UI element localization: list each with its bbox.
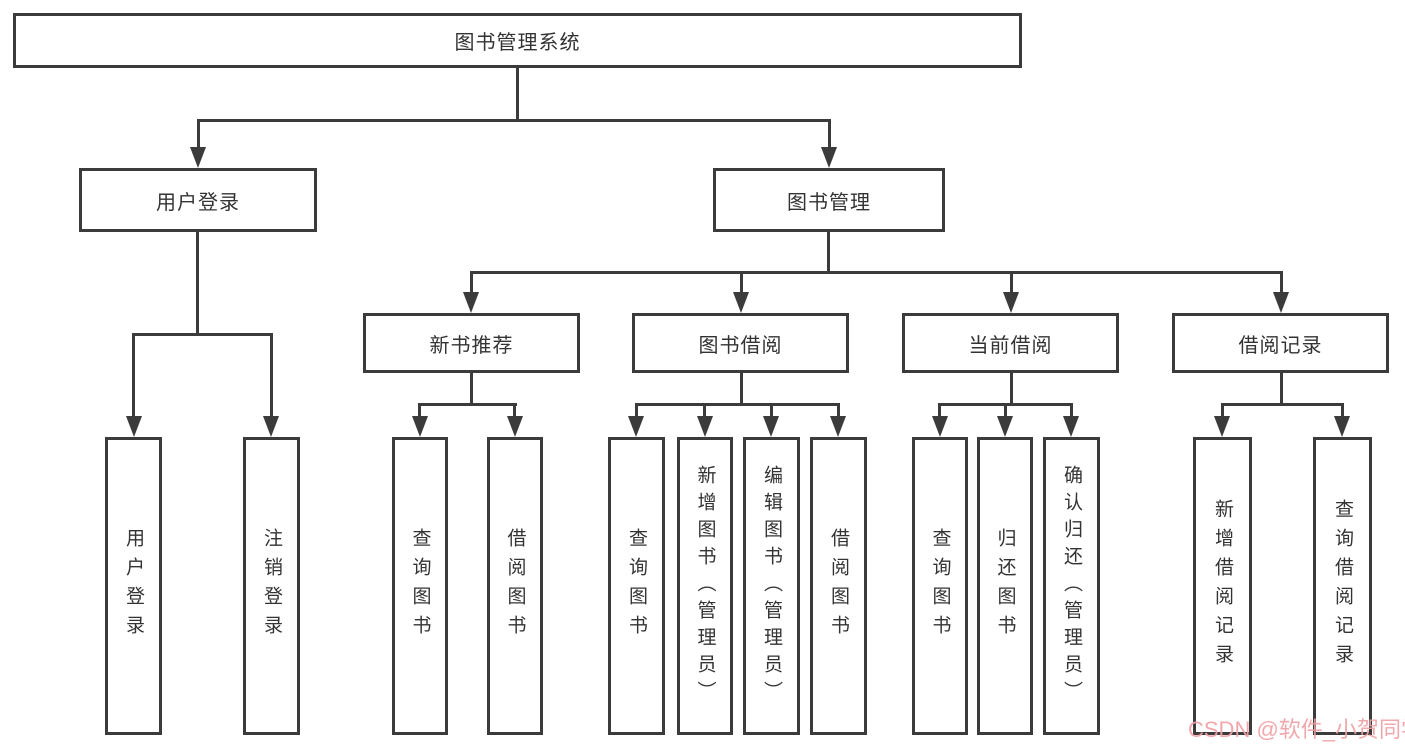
connector-line [196,232,199,336]
connector-line [1070,403,1073,416]
arrow-down-icon [463,292,479,313]
arrow-down-icon [507,416,523,437]
connector-line [132,333,135,416]
connector-line [197,119,200,148]
connector-line [1341,403,1344,416]
connector-line [770,403,773,416]
csdn-watermark: CSDN @软件_小贺同学 [1188,717,1405,742]
node-root: 图书管理系统 [13,13,1022,68]
connector-line [938,403,941,416]
arrow-down-icon [628,416,644,437]
connector-line [470,271,473,294]
leaf-query-books-borrow: 查询图书 [608,437,665,735]
leaf-query-borrow-record: 查询借阅记录 [1313,437,1372,735]
arrow-down-icon [997,416,1013,437]
node-borrow-records: 借阅记录 [1172,313,1389,373]
connector-line [197,119,831,122]
node-user-login: 用户登录 [79,168,317,232]
leaf-borrow-books: 借阅图书 [810,437,867,735]
arrow-down-icon [830,416,846,437]
arrow-down-icon [733,292,749,313]
leaf-query-books-current: 查询图书 [912,437,968,735]
connector-line [740,373,743,406]
arrow-down-icon [1003,292,1019,313]
connector-line [270,333,273,416]
connector-line [470,271,1283,274]
leaf-return-books: 归还图书 [977,437,1033,735]
connector-line [1004,403,1007,416]
leaf-edit-books-admin: 编辑图书（管理员） [743,437,800,735]
leaf-add-borrow-record: 新增借阅记录 [1193,437,1252,735]
node-book-borrow: 图书借阅 [632,313,849,373]
leaf-confirm-return-admin: 确认归还（管理员） [1043,437,1100,735]
leaf-logout: 注销登录 [243,437,300,735]
connector-line [1280,373,1283,406]
connector-line [419,403,517,406]
arrow-down-icon [126,416,142,437]
leaf-user-login: 用户登录 [105,437,162,735]
arrow-down-icon [932,416,948,437]
arrow-down-icon [263,416,279,437]
connector-line [1221,403,1224,416]
arrow-down-icon [412,416,428,437]
connector-line [635,403,638,416]
connector-line [837,403,840,416]
node-new-book-recommend: 新书推荐 [363,313,580,373]
leaf-borrow-books-recommend: 借阅图书 [487,437,543,735]
arrow-down-icon [1334,416,1350,437]
connector-line [635,403,840,406]
connector-line [740,271,743,294]
leaf-query-books-recommend: 查询图书 [392,437,448,735]
arrow-down-icon [763,416,779,437]
arrow-down-icon [821,147,837,168]
connector-line [133,333,273,336]
connector-line [1010,271,1013,294]
connector-line [828,119,831,148]
connector-line [1221,403,1344,406]
arrow-down-icon [1063,416,1079,437]
connector-line [418,403,421,416]
connector-line [513,403,516,416]
connector-line [1280,271,1283,294]
connector-line [827,232,830,274]
arrow-down-icon [190,147,206,168]
connector-line [470,373,473,406]
node-book-management: 图书管理 [713,168,945,232]
connector-line [516,68,519,121]
node-current-borrow: 当前借阅 [902,313,1119,373]
leaf-add-books-admin: 新增图书（管理员） [677,437,733,735]
arrow-down-icon [697,416,713,437]
connector-line [703,403,706,416]
arrow-down-icon [1273,292,1289,313]
connector-line [1010,373,1013,406]
arrow-down-icon [1214,416,1230,437]
